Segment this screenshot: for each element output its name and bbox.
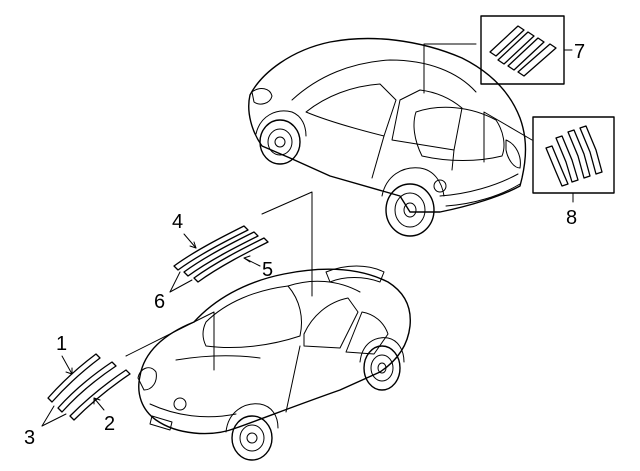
arrow-2-head	[93, 397, 101, 405]
stripe-decal-7c	[507, 37, 545, 71]
stripe-4	[173, 225, 249, 271]
callout-6: 6	[154, 291, 165, 313]
parts-1-2-3-stripes	[47, 353, 131, 421]
arrow-6b	[169, 279, 193, 293]
arrow-3b	[41, 413, 67, 427]
stripe-decal-7a	[489, 25, 525, 57]
leader-line-front-roof	[261, 191, 313, 297]
arrow-6a	[169, 271, 181, 293]
front-car-illustration	[137, 265, 411, 461]
rear-car-illustration	[248, 37, 527, 237]
callout-2: 2	[104, 413, 115, 435]
stripe-decal-8c	[567, 129, 591, 179]
callout-5: 5	[262, 259, 273, 281]
part-8-box	[532, 116, 615, 194]
stripe-decal-7d	[517, 43, 557, 77]
arrow-1-head	[65, 367, 73, 375]
arrow-1	[61, 355, 73, 375]
callout-4: 4	[172, 211, 183, 233]
stripe-decal-8b	[555, 135, 579, 183]
stripe-decal-8a	[545, 145, 569, 187]
stripe-5a	[183, 231, 259, 277]
stripe-2a	[57, 361, 117, 413]
callout-3: 3	[24, 427, 35, 449]
arrow-4	[183, 233, 197, 249]
stripe-decal-7b	[497, 31, 535, 65]
stripe-5b	[193, 237, 269, 283]
stripe-decal-8d	[579, 125, 603, 175]
callout-8: 8	[566, 207, 577, 229]
arrow-3a	[41, 405, 55, 427]
leader-line-7	[423, 43, 477, 94]
stripe-1	[47, 353, 101, 403]
parts-4-5-6-stripes	[173, 225, 269, 283]
callout-1: 1	[56, 333, 67, 355]
leader-line-8	[483, 111, 533, 163]
part-7-box	[480, 15, 565, 85]
arrow-5-head	[243, 255, 251, 263]
leader-line-front-windshield	[125, 311, 215, 371]
stripe-2b	[69, 369, 131, 421]
arrow-2	[93, 397, 105, 411]
callout-7: 7	[574, 41, 585, 63]
arrow-4-head	[189, 241, 197, 249]
